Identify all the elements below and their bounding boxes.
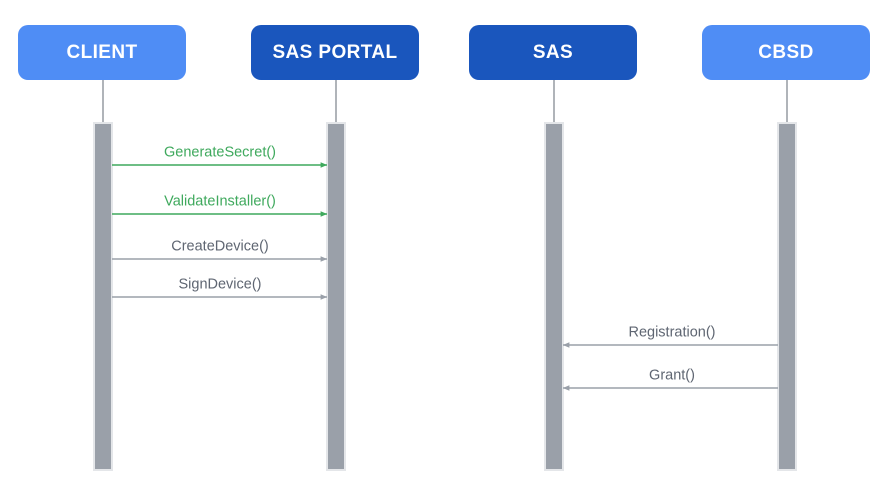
actor-label-sas: SAS: [532, 42, 574, 63]
message-label-grant: Grant(): [649, 367, 695, 384]
actor-box-sas-portal[interactable]: SAS PORTAL: [251, 25, 419, 80]
lifelines-group: [102, 80, 788, 123]
activation-bar-sas: [544, 122, 564, 471]
actor-label-client: CLIENT: [66, 42, 138, 63]
actor-label-cbsd: CBSD: [758, 42, 814, 63]
message-label-registration: Registration(): [628, 324, 716, 341]
activation-bar-sas-portal: [326, 122, 346, 471]
actor-box-sas[interactable]: SAS: [469, 25, 637, 80]
message-label-create-device: CreateDevice(): [171, 238, 269, 255]
activation-bars-group: [93, 122, 797, 471]
actor-label-sas-portal: SAS PORTAL: [272, 42, 398, 63]
message-label-sign-device: SignDevice(): [178, 276, 262, 293]
message-label-validate-installer: ValidateInstaller(): [164, 193, 276, 210]
activation-bar-cbsd: [777, 122, 797, 471]
actor-box-client[interactable]: CLIENT: [18, 25, 186, 80]
message-arrows-group: [112, 162, 778, 391]
activation-bar-client: [93, 122, 113, 471]
actor-box-cbsd[interactable]: CBSD: [702, 25, 870, 80]
message-label-generate-secret: GenerateSecret(): [163, 144, 277, 161]
